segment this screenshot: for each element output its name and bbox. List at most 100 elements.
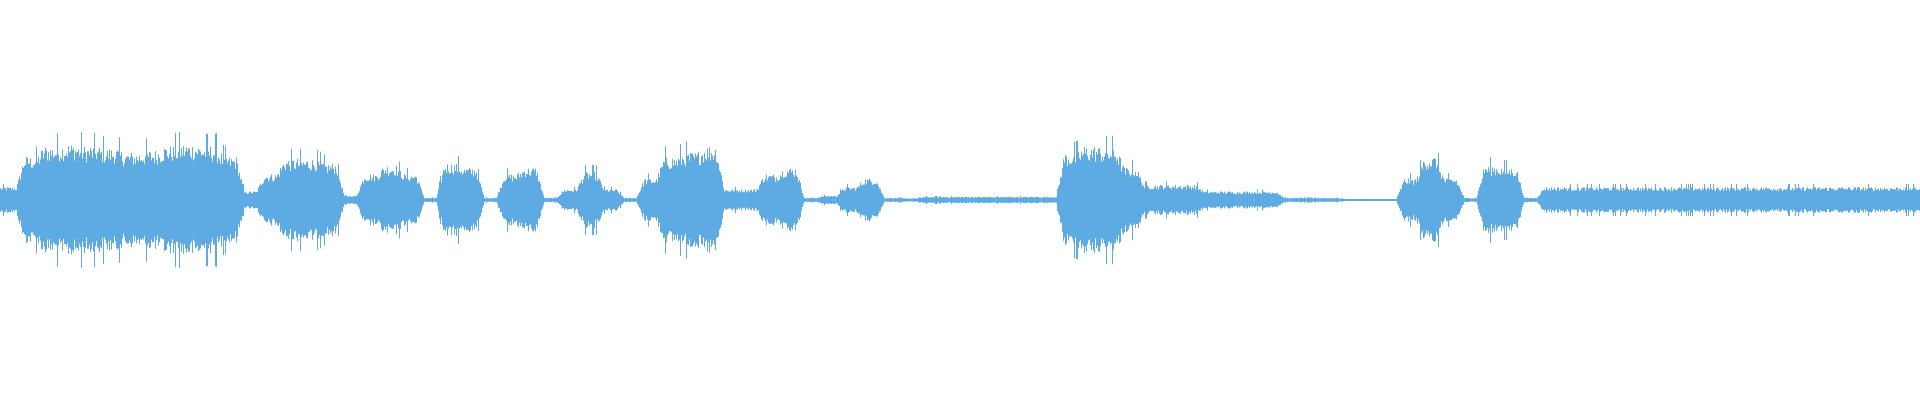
waveform-bar (267, 177, 268, 223)
waveform-bar (1260, 193, 1261, 207)
waveform-bar (1811, 189, 1812, 211)
waveform-bar (382, 168, 383, 232)
waveform-bar (1801, 189, 1802, 211)
waveform-bar (624, 198, 625, 202)
waveform-bar (218, 157, 219, 243)
waveform-bar (204, 152, 205, 248)
waveform-bar (457, 172, 458, 228)
waveform-bar (1030, 196, 1031, 204)
waveform-bar (1009, 197, 1010, 203)
waveform-bar (1706, 190, 1707, 210)
waveform-bar (1271, 193, 1272, 207)
waveform-bar (80, 153, 81, 247)
waveform-bar (1596, 187, 1597, 213)
waveform-bar (611, 186, 612, 214)
waveform-bar (953, 197, 954, 203)
waveform-bar (606, 190, 607, 210)
waveform-bar (1193, 188, 1194, 212)
waveform-bar (192, 146, 193, 254)
waveform-bar (1382, 199, 1383, 201)
waveform-bar (1806, 188, 1807, 212)
waveform-bar (1026, 196, 1027, 204)
waveform-bar (1154, 187, 1155, 213)
waveform-bar (625, 198, 626, 202)
waveform-bar (314, 167, 315, 233)
waveform-bar (1036, 197, 1037, 203)
waveform-bar (1002, 197, 1003, 203)
waveform-bar (940, 196, 941, 204)
waveform-bar (31, 167, 32, 233)
waveform-bar (283, 164, 284, 236)
waveform-bar (1798, 183, 1799, 217)
waveform-bar (1163, 189, 1164, 211)
waveform-bar (575, 189, 576, 211)
waveform-bar (1632, 190, 1633, 210)
waveform-bar (331, 168, 332, 232)
waveform-bar (1087, 156, 1088, 244)
waveform-bar (232, 161, 233, 239)
waveform-bar (592, 165, 593, 235)
waveform-bar (273, 181, 274, 219)
waveform-bar (20, 179, 21, 221)
waveform-bar (448, 171, 449, 229)
waveform-bar (1619, 190, 1620, 210)
waveform-bar (497, 196, 498, 204)
waveform-bar (1849, 187, 1850, 213)
waveform-bar (1273, 193, 1274, 207)
waveform-bar (555, 197, 556, 203)
waveform-bar (407, 167, 408, 233)
waveform-bar (1464, 198, 1465, 202)
waveform-bar (39, 163, 40, 237)
waveform-bar (1073, 157, 1074, 243)
waveform-bar (1707, 187, 1708, 213)
waveform-bar (58, 154, 59, 246)
waveform-bar (1220, 191, 1221, 209)
waveform-bar (911, 198, 912, 202)
waveform-bar (691, 154, 692, 246)
waveform-bar (1796, 188, 1797, 212)
waveform-bar (376, 176, 377, 224)
waveform-bar (663, 161, 664, 239)
waveform-bar (1582, 188, 1583, 212)
waveform-bar (794, 176, 795, 224)
waveform-bar (1261, 193, 1262, 207)
waveform-bar (1651, 187, 1652, 213)
waveform-bar (1380, 198, 1381, 202)
waveform-bar (898, 197, 899, 203)
waveform-bar (1738, 189, 1739, 211)
waveform-bar (619, 194, 620, 206)
waveform-bar (1645, 183, 1646, 217)
waveform-bar (1893, 189, 1894, 211)
waveform-bar (1699, 188, 1700, 212)
waveform-bar (1351, 198, 1352, 202)
waveform-bar (1303, 198, 1304, 202)
waveform-bar (1435, 159, 1436, 241)
waveform-bar (258, 187, 259, 213)
waveform-bar (1460, 189, 1461, 211)
waveform-bar (172, 160, 173, 240)
waveform-bar (378, 180, 379, 220)
waveform-bar (182, 155, 183, 245)
waveform-bar (681, 164, 682, 236)
waveform-bar (1847, 188, 1848, 212)
waveform-bar (1430, 166, 1431, 234)
waveform-bar (844, 190, 845, 210)
waveform-bar (1316, 198, 1317, 202)
waveform-bar (1040, 197, 1041, 203)
waveform-bar (902, 198, 903, 202)
waveform-bar (333, 168, 334, 232)
waveform-bar (595, 180, 596, 220)
waveform-bar (1669, 189, 1670, 211)
waveform-bar (853, 187, 854, 213)
waveform-bar (1910, 188, 1911, 212)
waveform-bar (636, 198, 637, 202)
waveform-bar (136, 156, 137, 244)
waveform-bar (1378, 199, 1379, 201)
waveform-bar (472, 169, 473, 231)
waveform-bar (1708, 188, 1709, 212)
waveform-bar (1264, 192, 1265, 208)
waveform-bar (1234, 193, 1235, 207)
waveform-bar (341, 188, 342, 212)
waveform-bar (63, 161, 64, 239)
waveform-bar (706, 160, 707, 240)
